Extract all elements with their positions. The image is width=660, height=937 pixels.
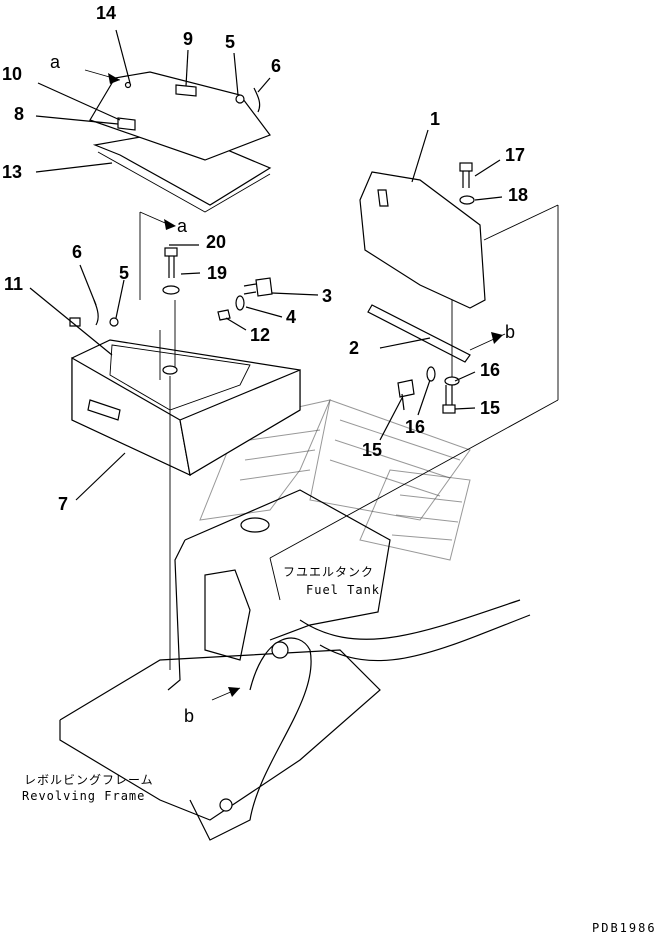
- watermark-logo: [199, 399, 471, 561]
- callout-11: 11: [4, 274, 23, 294]
- callout-14: 14: [96, 3, 116, 23]
- side-cover: [359, 171, 486, 382]
- callout-8: 8: [14, 104, 24, 124]
- callout-numbers: 14 9 5 6 10 8 13 20 19 6 5 11 3 4 12 7 1…: [2, 3, 528, 514]
- callout-2: 2: [349, 338, 359, 358]
- callout-15-right: 15: [480, 398, 500, 418]
- callout-7: 7: [58, 494, 68, 514]
- ref-a-mid: a: [177, 216, 188, 236]
- callout-5-mid: 5: [119, 263, 129, 283]
- fuel-tank-label-jp: フユエルタンク: [283, 565, 374, 579]
- callout-3: 3: [322, 286, 332, 306]
- callout-20: 20: [206, 232, 226, 252]
- callout-15-left: 15: [362, 440, 382, 460]
- callout-4: 4: [286, 307, 296, 327]
- fasteners: [93, 162, 475, 414]
- callout-18: 18: [508, 185, 528, 205]
- ref-b-bottom: b: [184, 706, 194, 726]
- callout-13: 13: [2, 162, 22, 182]
- toolbox: [69, 300, 301, 477]
- lid-assembly: [89, 71, 272, 213]
- ref-b-right: b: [505, 322, 515, 342]
- callout-9: 9: [183, 29, 193, 49]
- callout-6-top: 6: [271, 56, 281, 76]
- callout-12: 12: [250, 325, 270, 345]
- fuel-tank-label-en: Fuel Tank: [306, 583, 380, 597]
- callout-17: 17: [505, 145, 525, 165]
- leader-lines: [29, 29, 559, 701]
- callout-16-right: 16: [480, 360, 500, 380]
- revolving-frame: [59, 489, 531, 841]
- ref-a-top: a: [50, 52, 61, 72]
- callout-19: 19: [207, 263, 227, 283]
- frame-label-en: Revolving Frame: [22, 789, 145, 803]
- callout-10: 10: [2, 64, 22, 84]
- arrow-heads: [108, 73, 503, 697]
- callout-1: 1: [430, 109, 440, 129]
- part-labels: フユエルタンク Fuel Tank レボルビングフレーム Revolving F…: [22, 565, 657, 935]
- drawing-code: PDB1986: [592, 921, 657, 935]
- frame-label-jp: レボルビングフレーム: [24, 773, 154, 787]
- reference-letters: a a b b: [50, 52, 515, 726]
- callout-6-mid: 6: [72, 242, 82, 262]
- callout-5-top: 5: [225, 32, 235, 52]
- callout-16-left: 16: [405, 417, 425, 437]
